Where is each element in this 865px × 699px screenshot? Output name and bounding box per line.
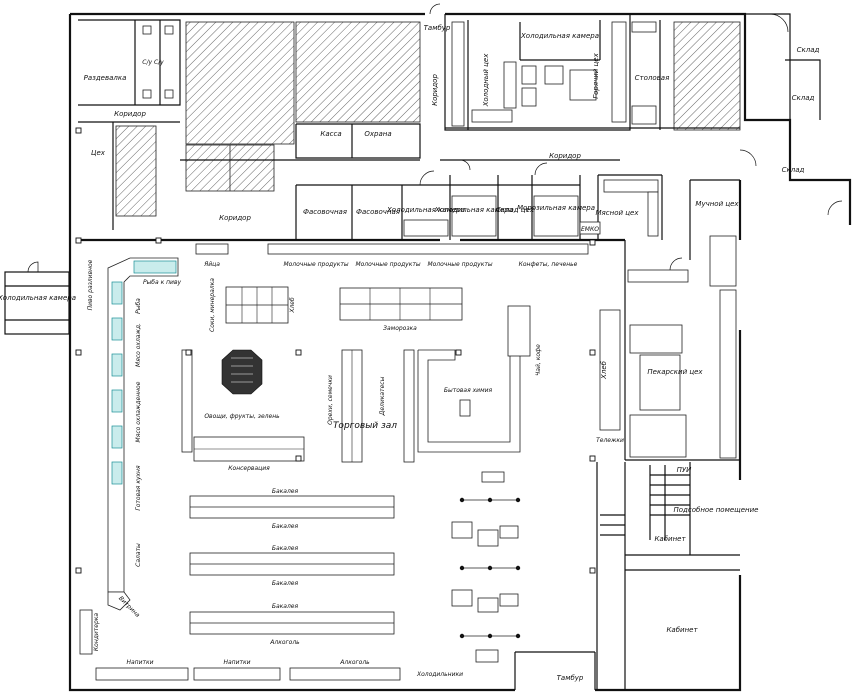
bakery-block: Пекарский цех Хлеб Тележки: [596, 235, 740, 461]
label-vestibule-top: Тамбур: [424, 24, 451, 32]
label-cooked-food: Готовая кухня: [135, 465, 142, 511]
label-beer-draught: Пиво разливное: [87, 259, 94, 310]
hatched-blocks: [185, 21, 741, 192]
label-veg-fruit: Овощи, фрукты, зелень: [204, 413, 280, 420]
label-hot-shop: Горячий цех: [592, 52, 600, 98]
label-warehouse-shop: Склад цех: [496, 206, 535, 214]
label-grocery-2: Бакалея: [272, 523, 299, 530]
label-shop: Цех: [91, 149, 106, 157]
label-cold-room-1: Холодильная камера: [386, 206, 465, 214]
label-warehouse-3: Склад: [782, 166, 805, 174]
label-utility-room: Подсобное помещение: [673, 506, 758, 514]
top-left-rooms: Раздевалка С/у С/у Коридор Цех: [78, 19, 181, 230]
label-corridor-2: Коридор: [219, 214, 251, 222]
label-cold-room-left: Холодильная камера: [0, 294, 76, 302]
label-flour-shop: Мучной цех: [695, 200, 739, 208]
checkouts: [451, 471, 521, 663]
label-office-1: Кабинет: [654, 535, 686, 543]
label-cold-room-2: Холодильная камера: [434, 206, 513, 214]
cashier-security: Касса Охрана: [295, 123, 421, 159]
label-corridor-4: Коридор: [549, 152, 581, 160]
label-packing-2: Фасовочная: [356, 208, 400, 216]
label-trolleys: Тележки: [596, 437, 624, 444]
offices: ПУИ Подсобное помещение Кабинет Кабинет …: [514, 462, 759, 690]
label-locker-room: Раздевалка: [84, 74, 127, 82]
label-sweets: Конфеты, печенье: [519, 261, 578, 268]
columns: [75, 127, 596, 574]
label-bakery-shop: Пекарский цех: [647, 368, 703, 376]
label-drinks-2: Напитки: [223, 659, 250, 666]
label-canteen: Столовая: [635, 74, 670, 82]
label-alcohol-1: Алкоголь: [269, 639, 300, 646]
svg-text:ЕМКО: ЕМКО: [581, 226, 599, 233]
warehouses: Склад Склад Склад: [739, 13, 843, 216]
label-grocery-5: Бакалея: [272, 603, 299, 610]
label-tea-coffee: Чай, кофе: [535, 344, 542, 376]
kitchen-block: Холодный цех Холодильная камера Горячий …: [424, 14, 740, 131]
label-cashier: Касса: [320, 130, 341, 138]
back-rooms: ЕМКО Коридор Фасовочная Фасовочная Холод…: [78, 3, 740, 260]
stairs: [600, 465, 690, 540]
label-drinks-1: Напитки: [126, 659, 153, 666]
label-bread-small: Хлеб: [289, 297, 296, 314]
label-nuts-seeds: Орехи, семечки: [327, 375, 334, 425]
label-grocery-1: Бакалея: [272, 488, 299, 495]
label-meat-chilled-1: Мясо охлажд.: [135, 323, 142, 367]
label-corridor-3: Коридор: [431, 74, 439, 106]
label-juices-water: Соки, минералка: [209, 278, 216, 332]
label-wc: С/у С/у: [142, 59, 164, 66]
label-security: Охрана: [364, 130, 391, 138]
label-office-2: Кабинет: [666, 626, 698, 634]
label-sales-hall: Торговый зал: [333, 421, 397, 431]
label-cold-shop: Холодный цех: [482, 53, 490, 108]
label-fridges: Холодильники: [416, 671, 463, 678]
label-vestibule-bottom: Тамбур: [557, 674, 584, 682]
label-grocery-3: Бакалея: [272, 545, 299, 552]
label-warehouse-2: Склад: [792, 94, 815, 102]
label-household: Бытовая химия: [444, 387, 493, 394]
label-corridor-1: Коридор: [114, 110, 146, 118]
sales-hall: Молочные продукты Молочные продукты Моло…: [75, 127, 596, 681]
label-frozen: Заморозка: [383, 325, 417, 332]
label-alcohol-2: Алкоголь: [339, 659, 370, 666]
label-eggs: Яйца: [203, 261, 220, 268]
label-meat-chilled-2: Мясо охлажденное: [135, 381, 142, 442]
label-dairy-3: Молочные продукты: [427, 261, 492, 268]
label-warehouse-1: Склад: [797, 46, 820, 54]
label-delicacies: Деликатесы: [379, 376, 386, 416]
label-pastry: Кондитерка: [93, 613, 100, 652]
label-meat-shop: Мясной цех: [596, 209, 640, 217]
label-freezer: Морозильная камера: [517, 204, 595, 212]
label-salads: Салаты: [135, 543, 142, 567]
label-pui: ПУИ: [677, 466, 693, 474]
label-fish-beer: Рыба к пиву: [143, 279, 182, 286]
cold-room-left: Холодильная камера: [0, 261, 76, 335]
label-canned: Консервация: [228, 465, 270, 472]
label-packing-1: Фасовочная: [303, 208, 347, 216]
label-grocery-4: Бакалея: [272, 580, 299, 587]
label-dairy-1: Молочные продукты: [283, 261, 348, 268]
label-bread: Хлеб: [600, 360, 608, 380]
label-cold-room-top: Холодильная камера: [520, 32, 599, 40]
label-dairy-2: Молочные продукты: [355, 261, 420, 268]
label-fish: Рыба: [135, 298, 142, 314]
